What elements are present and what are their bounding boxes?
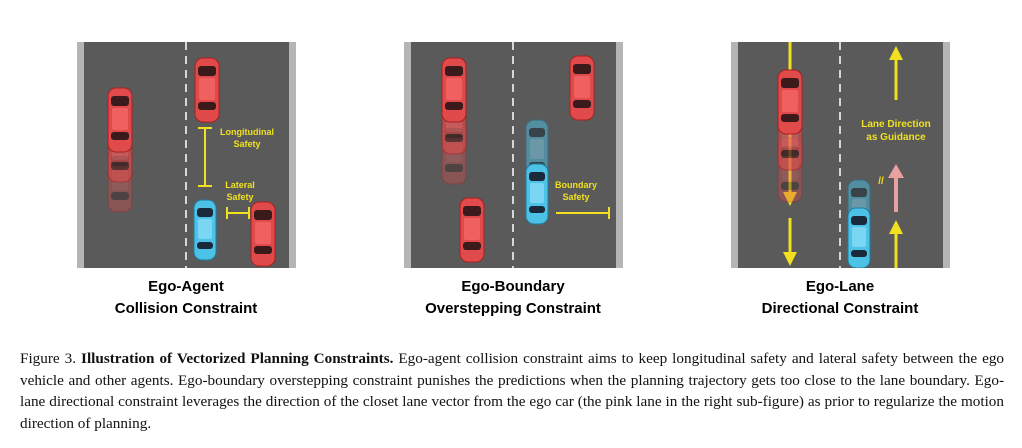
ego-lane-diagram: // Lane Direction as Guidance <box>731 42 950 268</box>
ego-boundary-diagram: Boundary Safety <box>404 42 623 268</box>
red-car <box>459 197 485 263</box>
panel-label-ego-lane: Ego-Lane Directional Constraint <box>710 276 970 320</box>
panel-subtitle: Collision Constraint <box>114 300 258 317</box>
panel-subtitle: Directional Constraint <box>761 300 919 317</box>
ego-car <box>847 207 871 268</box>
red-car <box>441 57 467 123</box>
panel-ego-boundary: Boundary Safety <box>404 42 623 268</box>
ego-car <box>525 163 549 225</box>
lateral-label: Lateral <box>225 180 255 190</box>
arrow-up-icon <box>889 220 903 234</box>
right-shoulder <box>943 42 950 268</box>
panel-title: Ego-Lane <box>805 278 875 295</box>
panel-label-ego-boundary: Ego-Boundary Overstepping Constraint <box>383 276 643 320</box>
guidance-label: as Guidance <box>866 132 926 143</box>
panel-title: Ego-Boundary <box>461 278 565 295</box>
arrow-up-icon <box>889 46 903 60</box>
caption-title: Illustration of Vectorized Planning Cons… <box>81 350 394 367</box>
left-shoulder <box>731 42 738 268</box>
red-car <box>107 87 133 153</box>
boundary-label: Safety <box>562 192 589 202</box>
arrow-down-icon <box>783 252 797 266</box>
lateral-label: Safety <box>226 192 253 202</box>
longitudinal-label: Safety <box>233 139 260 149</box>
red-car <box>194 57 220 123</box>
caption-body: Ego-agent collision constraint aims to k… <box>20 350 1005 432</box>
caption-prefix: Figure 3. <box>20 350 82 367</box>
left-shoulder <box>77 42 84 268</box>
guidance-label: Lane Direction <box>861 119 930 130</box>
ego-car <box>193 199 217 261</box>
red-car <box>250 201 276 267</box>
ego-agent-diagram: Longitudinal Safety Lateral Safety <box>77 42 296 268</box>
red-car <box>777 69 803 135</box>
longitudinal-label: Longitudinal <box>220 127 274 137</box>
panel-subtitle: Overstepping Constraint <box>425 300 601 317</box>
left-shoulder <box>404 42 411 268</box>
boundary-label: Boundary <box>555 180 597 190</box>
right-shoulder <box>616 42 623 268</box>
right-shoulder <box>289 42 296 268</box>
parallel-mark: // <box>878 176 884 187</box>
arrow-up-icon <box>888 164 904 178</box>
panel-title: Ego-Agent <box>148 278 224 295</box>
panel-label-ego-agent: Ego-Agent Collision Constraint <box>56 276 316 320</box>
figure-caption: Figure 3. Illustration of Vectorized Pla… <box>20 348 1004 434</box>
panel-ego-lane: // Lane Direction as Guidance <box>731 42 950 268</box>
red-car <box>569 55 595 121</box>
panel-ego-agent: Longitudinal Safety Lateral Safety <box>77 42 296 268</box>
